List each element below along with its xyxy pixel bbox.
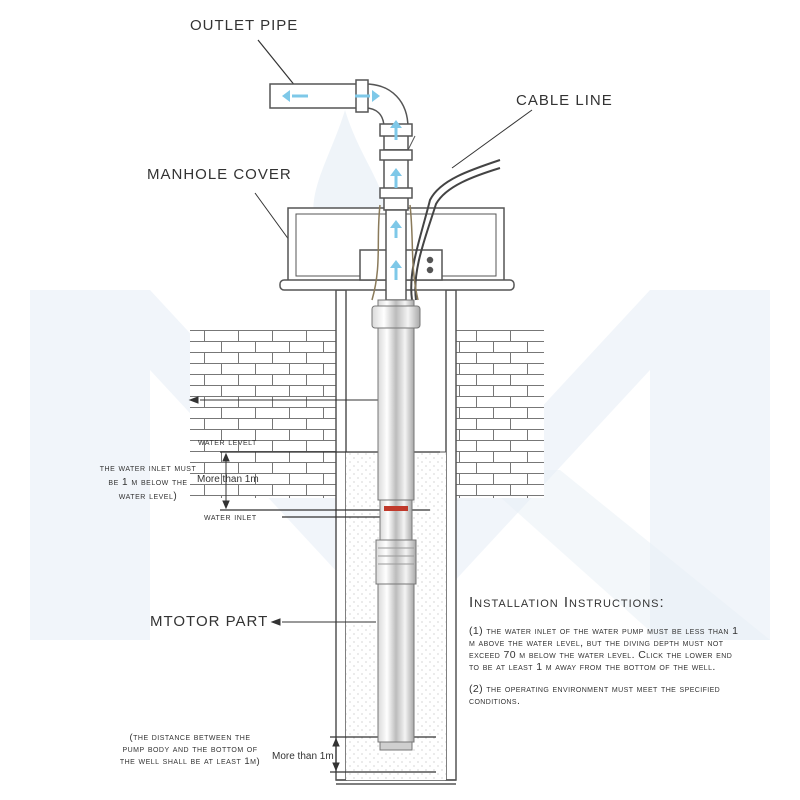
water-inlet-label: water inlet xyxy=(204,512,257,523)
instruction-item-1: (1) the water inlet of the water pump mu… xyxy=(469,625,739,673)
motor-part-label: MTOTOR PART xyxy=(150,613,269,630)
more-than-1m-bottom-label: More than 1m xyxy=(272,751,334,762)
bottom-note-line-3: the well shall be at least 1m) xyxy=(119,756,261,767)
inlet-note-line-1: the water inlet must xyxy=(99,463,197,474)
bottom-note-line-1: (the distance between the xyxy=(129,732,251,743)
submersible-pump xyxy=(371,299,421,751)
inlet-note: the water inlet must be 1 m below the wa… xyxy=(74,462,222,504)
inlet-note-line-2: be 1 m below the xyxy=(108,477,188,488)
cable-line-label: CABLE LINE xyxy=(516,92,613,109)
cable-line xyxy=(371,159,501,301)
more-than-1m-top-label: More than 1m xyxy=(197,474,259,485)
leader-lines xyxy=(188,39,533,626)
manhole-cover-label: MANHOLE COVER xyxy=(147,166,292,183)
brick-wall-right xyxy=(452,330,544,498)
outlet-pipe-label: OUTLET PIPE xyxy=(190,17,299,34)
instruction-item-2: (2) the operating environment must meet … xyxy=(469,683,721,707)
flow-arrows xyxy=(282,90,402,280)
installation-instructions: Installation Instructions: (1) the water… xyxy=(469,594,739,717)
water-level-label: water levelt xyxy=(198,437,257,448)
bottom-note-line-2: pump body and the bottom of xyxy=(122,744,258,755)
bottom-note: (the distance between the pump body and … xyxy=(110,732,270,768)
instructions-title: Installation Instructions: xyxy=(469,594,665,611)
brick-wall-left xyxy=(190,330,340,498)
dimension-arrows xyxy=(222,452,340,772)
inlet-note-line-3: water level) xyxy=(118,491,178,502)
outlet-pipe xyxy=(269,79,416,301)
